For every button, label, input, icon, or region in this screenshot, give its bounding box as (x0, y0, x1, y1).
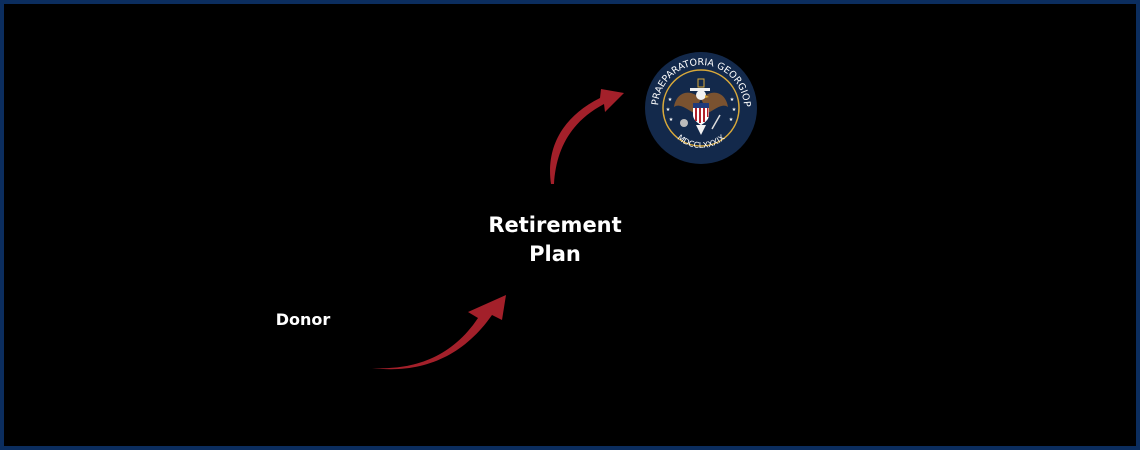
svg-text:★: ★ (668, 97, 673, 103)
retirement-plan-line2: Plan (529, 242, 581, 266)
svg-text:★: ★ (666, 107, 671, 113)
arrow-plan-to-seal (550, 89, 624, 184)
retirement-plan-line1: Retirement (488, 213, 622, 237)
svg-text:★: ★ (669, 117, 674, 123)
donor-label: Donor (275, 310, 331, 329)
svg-text:★: ★ (732, 107, 737, 113)
svg-text:★: ★ (730, 97, 735, 103)
school-seal-icon: SCHOLA PRAEPARATORIA GEORGIOPOLITANA MDC… (644, 51, 757, 164)
retirement-plan-label: Retirement Plan (470, 211, 640, 269)
arrow-donor-to-plan (372, 295, 506, 370)
svg-text:★: ★ (729, 117, 734, 123)
